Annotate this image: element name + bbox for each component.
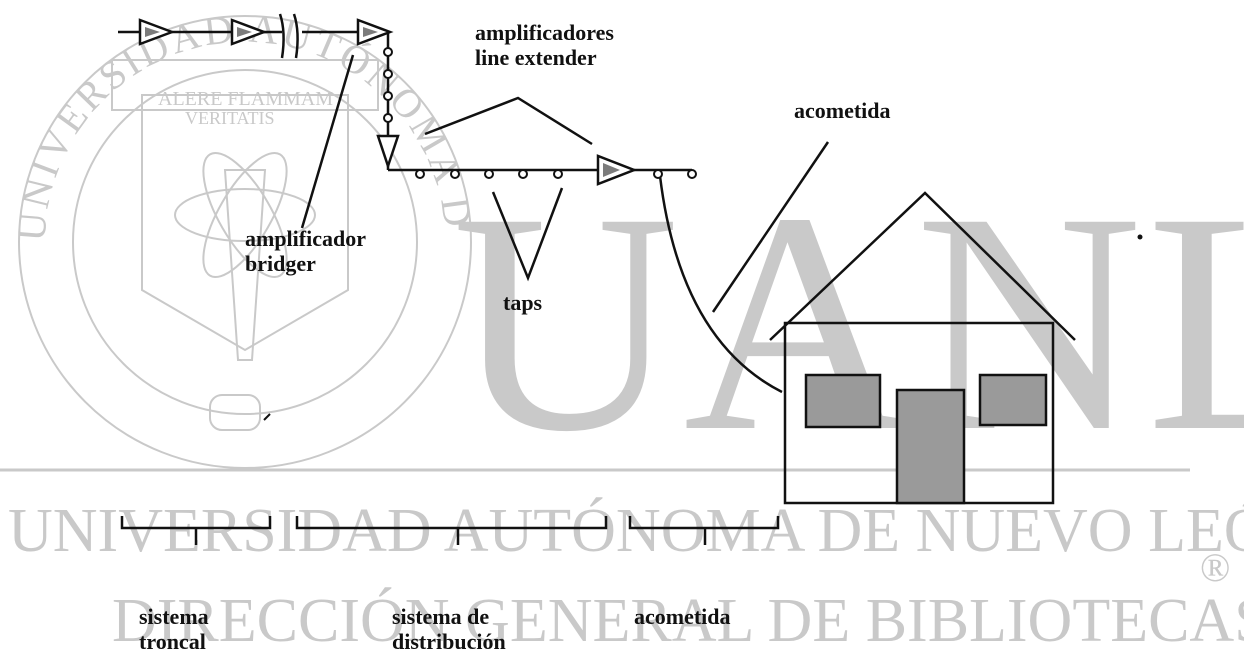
bridger-label-line1: amplificador [245,226,366,251]
seal-motto-line1: ALERE FLAMMAM [158,88,334,110]
line-break-mark [292,13,299,59]
tap-icon [484,169,494,179]
tap-icon [653,169,663,179]
house-window-left [804,373,882,429]
acometida-top-label: acometida [794,98,891,123]
seal-torch [223,169,267,361]
stray-dot [1137,234,1143,240]
line-extender-callout [424,96,593,146]
taps-callout [491,187,564,282]
section-label-line1: sistema [139,604,209,629]
section-label-drop: acometida [634,604,731,629]
tap-icon [450,169,460,179]
watermark-library-name: DIRECCIÓN GENERAL DE BIBLIOTECAS [112,587,1244,655]
section-label-line2: distribución [392,629,506,655]
section-label-line2: troncal [139,629,206,655]
university-seal [18,15,472,469]
watermark-university-name: UNIVERSIDAD AUTÓNOMA DE NUEVO LEÓN [8,497,1244,565]
line-extender-label-line2: line extender [475,45,597,71]
acometida-callout [711,141,830,313]
tap-icon [415,169,425,179]
line-break-mark [278,13,285,59]
drop-cable [658,175,783,394]
watermark-registered-mark: ® [1200,545,1231,590]
section-label-distribution: sistema de distribución [392,604,506,655]
bracket-drop [628,516,780,530]
seal-shield [141,94,349,352]
bracket-trunk [120,516,272,530]
line-extender-label-line1: amplificadores [475,20,614,45]
bridger-callout [300,54,355,229]
bridger-label-line2: bridger [245,251,316,277]
tap-icon [687,169,697,179]
stray-mark [263,413,271,421]
tap-icon [553,169,563,179]
house-roof [769,191,1076,341]
seal-motto-line2: VERITATIS [185,108,275,128]
bracket-distribution [295,516,608,530]
section-label-line1: sistema de [392,604,490,629]
house-door [895,388,966,505]
line-extender-label: amplificadores line extender [475,20,614,71]
bridger-label: amplificador bridger [245,226,366,277]
house-window-right [978,373,1048,427]
seal-banner [111,59,379,111]
tap-icon [383,91,393,101]
section-label-trunk: sistema troncal [139,604,209,655]
tap-icon [383,113,393,123]
tap-icon [383,47,393,57]
bridger-amplifier-icon [376,134,400,170]
tap-icon [518,169,528,179]
tap-icon [383,69,393,79]
section-label-line1: acometida [634,604,731,629]
taps-label: taps [503,290,543,315]
